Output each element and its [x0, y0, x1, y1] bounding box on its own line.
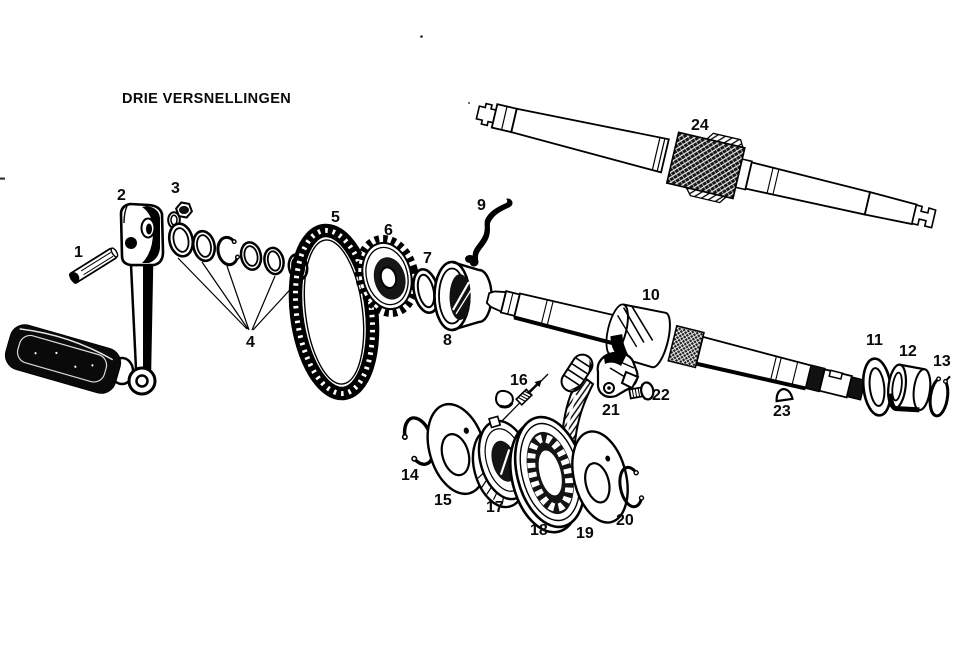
part-label-18: 18: [530, 522, 548, 539]
part-4-washer-set: [167, 222, 309, 331]
part-18-ratchet-gear: [509, 415, 587, 534]
part-2-kickstart-lever: [4, 202, 165, 396]
part-label-7: 7: [423, 250, 432, 267]
lever-arm-shade: [143, 265, 152, 369]
part-20-circlip: [618, 465, 645, 509]
circlip: [216, 235, 240, 267]
part-label-3: 3: [171, 180, 180, 197]
lever-head-hole: [125, 237, 137, 249]
part-label-2: 2: [117, 187, 126, 204]
kick-pedal-rubber: [4, 324, 122, 394]
part-10-gear-shaft: [485, 290, 867, 401]
shaft-cone: [510, 107, 670, 174]
shaft-body-right: [695, 335, 813, 389]
part-label-13: 13: [933, 353, 951, 370]
part-21-ratchet-block: [596, 351, 640, 398]
diagram-title: DRIE VERSNELLINGEN: [122, 91, 291, 107]
part-12-bushing: [887, 363, 932, 413]
part-6-sprocket: [354, 235, 420, 317]
spring: [515, 379, 543, 407]
part-label-12: 12: [899, 343, 917, 360]
part-label-10: 10: [642, 287, 660, 304]
washer: [263, 246, 285, 276]
scan-speckle: [468, 102, 470, 104]
part-label-16: 16: [510, 372, 528, 389]
part-label-19: 19: [576, 525, 594, 542]
part-label-6: 6: [384, 222, 393, 239]
part-label-22: 22: [652, 387, 670, 404]
part-label-17: 17: [486, 499, 504, 516]
part-label-23: 23: [773, 403, 791, 420]
shaft-body-left: [513, 292, 622, 344]
lever-head-shade: [142, 206, 160, 263]
part-16-pawl-spring: [495, 373, 549, 422]
part-15-washer-plate: [426, 402, 488, 496]
part-label-1: 1: [74, 244, 83, 261]
part-22-pivot-bolt: [628, 381, 655, 401]
shaft-right-body: [744, 161, 872, 216]
part-24-mainshaft: [475, 102, 937, 229]
washer: [239, 241, 263, 271]
part-label-4: 4: [246, 334, 255, 351]
part-label-9: 9: [477, 197, 486, 214]
shaft-right-fork-tip: [911, 204, 937, 229]
part-label-8: 8: [443, 332, 452, 349]
part-1-pedal-pin: [68, 247, 119, 284]
part-label-11: 11: [866, 332, 883, 349]
pawl: [495, 389, 514, 408]
part-label-14: 14: [401, 467, 419, 484]
scan-speckle: [0, 177, 5, 180]
part-label-20: 20: [616, 512, 634, 529]
part-9-spring-clip: [465, 198, 513, 267]
part-label-5: 5: [331, 209, 340, 226]
part-labels: 1 2 3 4 5 6 7 8 9 10 11 12 13 14 15 16 1…: [74, 117, 951, 542]
washer: [191, 229, 217, 263]
pin-tip: [534, 379, 543, 388]
part-label-24: 24: [691, 117, 709, 134]
part-8-bearing-cup: [433, 260, 493, 332]
keyway-notch: [828, 369, 844, 380]
part-23-woodruff-key: [775, 387, 794, 403]
shaft-right-taper: [863, 191, 918, 226]
part-19-washer-disc: [571, 430, 629, 524]
part-label-15: 15: [434, 492, 452, 509]
part-11-washer: [861, 357, 893, 417]
arm-toothed-head: [560, 353, 594, 393]
washer: [167, 222, 195, 258]
part-label-21: 21: [602, 402, 620, 419]
scan-speckle: [420, 35, 423, 38]
part-13-circlip: [928, 375, 951, 418]
